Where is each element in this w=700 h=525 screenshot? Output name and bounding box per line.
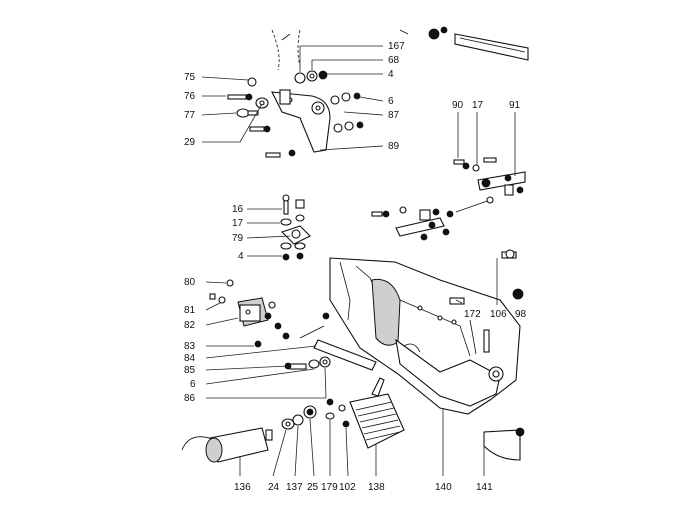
label-80: 80: [184, 277, 196, 288]
label-6-low: 6: [190, 379, 196, 390]
label-87: 87: [388, 110, 400, 121]
upper-bracket-assembly: [227, 29, 364, 158]
label-85: 85: [184, 365, 196, 376]
label-138: 138: [368, 482, 385, 493]
label-83: 83: [184, 341, 196, 352]
label-141: 141: [476, 482, 493, 493]
label-98: 98: [515, 309, 527, 320]
label-16: 16: [232, 204, 244, 215]
label-25: 25: [307, 482, 319, 493]
label-84: 84: [184, 353, 196, 364]
support-block-assembly: [209, 279, 377, 371]
label-89: 89: [388, 141, 400, 152]
linkage-assembly: [371, 157, 526, 241]
leader-lines: [201, 45, 516, 477]
label-17-top: 17: [472, 100, 484, 111]
bottom-components: [181, 377, 525, 463]
label-137: 137: [286, 482, 303, 493]
label-6-top: 6: [388, 96, 394, 107]
label-77: 77: [184, 110, 196, 121]
label-82: 82: [184, 320, 196, 331]
label-172: 172: [464, 309, 481, 320]
label-106: 106: [490, 309, 507, 320]
main-housing: [322, 257, 521, 415]
label-4-mid: 4: [238, 251, 244, 262]
label-68: 68: [388, 55, 400, 66]
label-167: 167: [388, 41, 405, 52]
label-4-top: 4: [388, 69, 394, 80]
label-140: 140: [435, 482, 452, 493]
label-102: 102: [339, 482, 356, 493]
part-number-labels: 167 68 4 75 76 6 77 87 29 89 90 17 91 16…: [184, 41, 527, 493]
top-rail-part: [399, 26, 529, 61]
label-29: 29: [184, 137, 196, 148]
label-24: 24: [268, 482, 280, 493]
label-76: 76: [184, 91, 196, 102]
small-fittings-right: [501, 249, 524, 300]
label-75: 75: [184, 72, 196, 83]
label-90: 90: [452, 100, 464, 111]
label-81: 81: [184, 305, 196, 316]
mount-bracket-assembly: [280, 194, 311, 261]
label-179: 179: [321, 482, 338, 493]
label-79: 79: [232, 233, 244, 244]
label-17-mid: 17: [232, 218, 244, 229]
label-86: 86: [184, 393, 196, 404]
label-136: 136: [234, 482, 251, 493]
label-91: 91: [509, 100, 521, 111]
